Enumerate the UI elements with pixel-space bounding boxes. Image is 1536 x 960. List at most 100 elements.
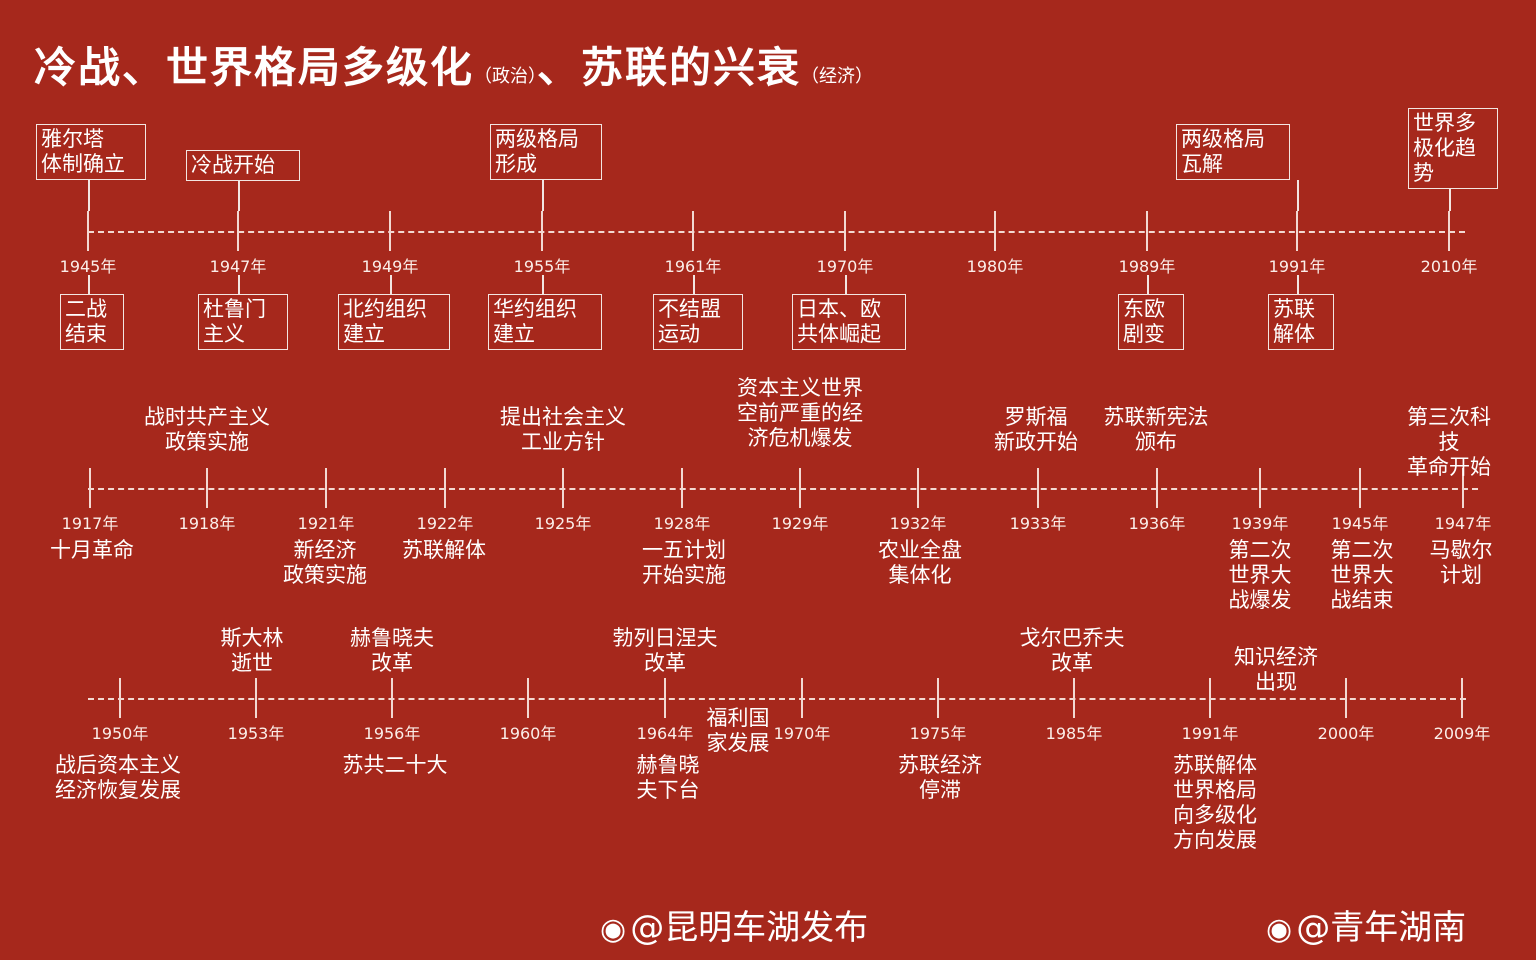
- timeline-1-tick: [87, 211, 89, 251]
- timeline-2-year-label: 1945年: [1331, 514, 1389, 533]
- timeline-1-tick: [844, 211, 846, 251]
- timeline-3-year-label: 1975年: [909, 724, 967, 743]
- timeline-1-connector: [238, 275, 240, 294]
- timeline-2-event-below: 第二次 世界大 战爆发: [1228, 538, 1292, 612]
- timeline-2-event-above: 第三次科技 革命开始: [1407, 405, 1491, 479]
- timeline-2-axis: [88, 488, 1478, 490]
- timeline-2-tick: [1462, 468, 1464, 508]
- timeline-1-tick: [1146, 211, 1148, 251]
- watermark-right: ◉@青年湖南: [1266, 900, 1466, 949]
- timeline-3-event-below: 苏共二十大: [342, 753, 448, 777]
- title-separator: 、: [537, 43, 582, 92]
- timeline-3-year-label: 1960年: [499, 724, 557, 743]
- timeline-2-event-above: 苏联新宪法 颁布: [1103, 405, 1209, 454]
- timeline-1-year-label: 1991年: [1268, 257, 1326, 276]
- timeline-3-tick: [1345, 678, 1347, 718]
- timeline-2-event-below: 农业全盘 集体化: [878, 538, 962, 587]
- title-part2-note: （经济）: [801, 66, 874, 87]
- timeline-2-year-label: 1932年: [889, 514, 947, 533]
- timeline-1-connector: [88, 275, 90, 294]
- title-part1-note: （政治）: [474, 66, 538, 87]
- timeline-3-event-above: 知识经济 出现: [1234, 645, 1318, 694]
- watermark-text: @青年湖南: [1296, 908, 1467, 948]
- timeline-3-year-label: 1953年: [227, 724, 285, 743]
- timeline-3-year-label: 2000年: [1317, 724, 1375, 743]
- timeline-3-year-label: 1985年: [1045, 724, 1103, 743]
- timeline-3-year-label: 1970年: [773, 724, 831, 743]
- timeline-3-year-label: 1956年: [363, 724, 421, 743]
- timeline-3-event-below: 战后资本主义 经济恢复发展: [55, 753, 181, 802]
- timeline-2-tick: [799, 468, 801, 508]
- timeline-1-year-label: 1989年: [1118, 257, 1176, 276]
- timeline-1-event-box-below: 杜鲁门 主义: [198, 294, 288, 350]
- timeline-2-tick: [1259, 468, 1261, 508]
- timeline-1-connector: [390, 275, 392, 294]
- timeline-3-event-above: 勃列日涅夫 改革: [612, 626, 718, 675]
- timeline-2-year-label: 1917年: [61, 514, 119, 533]
- timeline-2-year-label: 1933年: [1009, 514, 1067, 533]
- timeline-1-connector: [88, 180, 90, 211]
- timeline-3-event-above: 赫鲁晓夫 改革: [350, 626, 434, 675]
- timeline-3-year-label: 1964年: [636, 724, 694, 743]
- timeline-3-event-below: 苏联经济 停滞: [898, 753, 982, 802]
- timeline-3-axis: [88, 698, 1466, 700]
- timeline-2-tick: [325, 468, 327, 508]
- timeline-3-event-above: 斯大林 逝世: [220, 626, 284, 675]
- timeline-1-connector: [1449, 189, 1451, 211]
- timeline-2-event-below: 苏联解体: [402, 538, 486, 562]
- timeline-1-event-box-above: 两级格局 瓦解: [1176, 124, 1290, 180]
- timeline-2-event-below: 新经济 政策实施: [283, 538, 367, 587]
- timeline-1-axis: [88, 231, 1465, 233]
- timeline-1-event-box-above: 两级格局 形成: [490, 124, 602, 180]
- timeline-1-event-box-below: 二战 结束: [60, 294, 124, 350]
- timeline-3-year-label: 1991年: [1181, 724, 1239, 743]
- timeline-1-tick: [541, 211, 543, 251]
- page-title: 冷战、世界格局多级化（政治）、苏联的兴衰（经济）: [34, 34, 873, 95]
- timeline-1-tick: [692, 211, 694, 251]
- timeline-3-tick: [801, 678, 803, 718]
- timeline-3-tick: [527, 678, 529, 718]
- timeline-2-event-above: 资本主义世界 空前严重的经 济危机爆发: [737, 376, 863, 450]
- timeline-2-year-label: 1929年: [771, 514, 829, 533]
- timeline-1-year-label: 1945年: [59, 257, 117, 276]
- timeline-1-event-box-below: 不结盟 运动: [653, 294, 743, 350]
- timeline-1-tick: [994, 211, 996, 251]
- timeline-2-event-below: 第二次 世界大 战结束: [1330, 538, 1394, 612]
- timeline-1-connector: [238, 181, 240, 211]
- timeline-3-event-above: 戈尔巴乔夫 改革: [1019, 626, 1125, 675]
- timeline-2-event-below: 马歇尔 计划: [1429, 538, 1493, 587]
- timeline-2-year-label: 1925年: [534, 514, 592, 533]
- timeline-1-connector: [693, 275, 695, 294]
- timeline-2-year-label: 1928年: [653, 514, 711, 533]
- timeline-3-event-above: 福利国 家发展: [706, 706, 770, 755]
- timeline-1-connector: [542, 180, 544, 211]
- timeline-1-tick: [1296, 211, 1298, 251]
- timeline-1-year-label: 1947年: [209, 257, 267, 276]
- timeline-1-year-label: 1970年: [816, 257, 874, 276]
- timeline-3-tick: [119, 678, 121, 718]
- timeline-1-event-box-below: 东欧 剧变: [1118, 294, 1184, 350]
- watermark-left: ◉@昆明车湖发布: [600, 900, 868, 949]
- timeline-2-tick: [1359, 468, 1361, 508]
- timeline-2-tick: [206, 468, 208, 508]
- timeline-2-tick: [917, 468, 919, 508]
- timeline-1-year-label: 2010年: [1420, 257, 1478, 276]
- timeline-2-tick: [89, 468, 91, 508]
- timeline-2-event-above: 罗斯福 新政开始: [994, 405, 1078, 454]
- timeline-1-event-box-below: 北约组织 建立: [338, 294, 450, 350]
- weibo-icon: ◉: [1266, 912, 1293, 947]
- timeline-3-year-label: 2009年: [1433, 724, 1491, 743]
- timeline-1-year-label: 1980年: [966, 257, 1024, 276]
- timeline-1-connector: [1297, 180, 1299, 211]
- timeline-1-year-label: 1961年: [664, 257, 722, 276]
- timeline-3-event-below: 苏联解体 世界格局 向多级化 方向发展: [1173, 753, 1257, 852]
- timeline-1-event-box-above: 雅尔塔 体制确立: [36, 124, 146, 180]
- timeline-2-year-label: 1939年: [1231, 514, 1289, 533]
- timeline-1-connector: [1297, 275, 1299, 294]
- timeline-2-year-label: 1918年: [178, 514, 236, 533]
- timeline-1-event-box-below: 苏联 解体: [1268, 294, 1334, 350]
- timeline-1-tick: [389, 211, 391, 251]
- timeline-2-event-below: 一五计划 开始实施: [642, 538, 726, 587]
- timeline-1-connector: [1147, 275, 1149, 294]
- timeline-2-event-above: 战时共产主义 政策实施: [144, 405, 270, 454]
